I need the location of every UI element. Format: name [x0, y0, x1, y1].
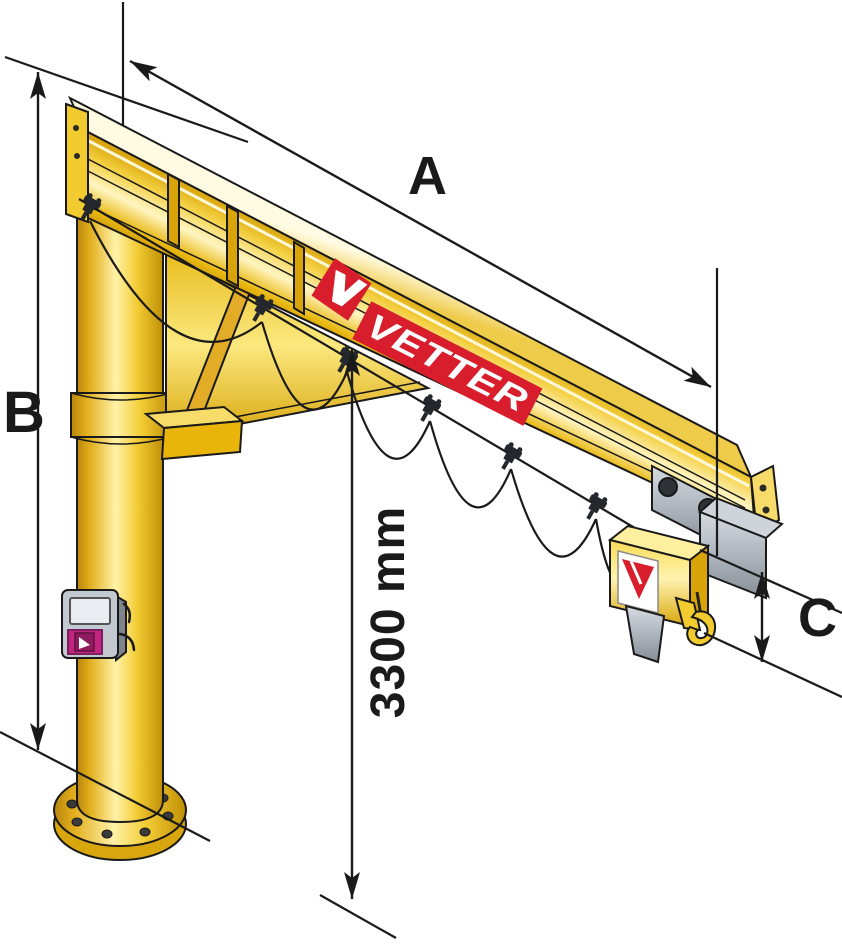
switch-display: [69, 597, 111, 625]
slewing-collar: [70, 392, 172, 445]
dim-height-tick: [319, 894, 397, 939]
pivot-bracket: [143, 405, 245, 461]
dim-height-label: 3300 mm: [362, 506, 415, 718]
chain-bucket: [624, 604, 666, 664]
dim-b-ext-top: [4, 55, 249, 144]
control-switch: [61, 589, 136, 663]
chain-hoist-body: [607, 524, 711, 629]
motion-marks: [118, 602, 136, 652]
dim-a-line: [129, 59, 712, 389]
load-hook: [686, 610, 717, 647]
chain-guide: [674, 596, 702, 632]
trolley-wheel: [658, 477, 678, 497]
dim-a-label: A: [408, 146, 447, 206]
column-tube: [76, 194, 164, 824]
dim-c-label: C: [798, 588, 837, 648]
jib-root-plate: [65, 102, 89, 224]
dim-c-ext-top: [699, 548, 842, 615]
dim-c-ext-bottom: [703, 632, 842, 698]
dim-b-ext-bottom: [0, 731, 211, 842]
dim-b-label: B: [3, 380, 45, 445]
